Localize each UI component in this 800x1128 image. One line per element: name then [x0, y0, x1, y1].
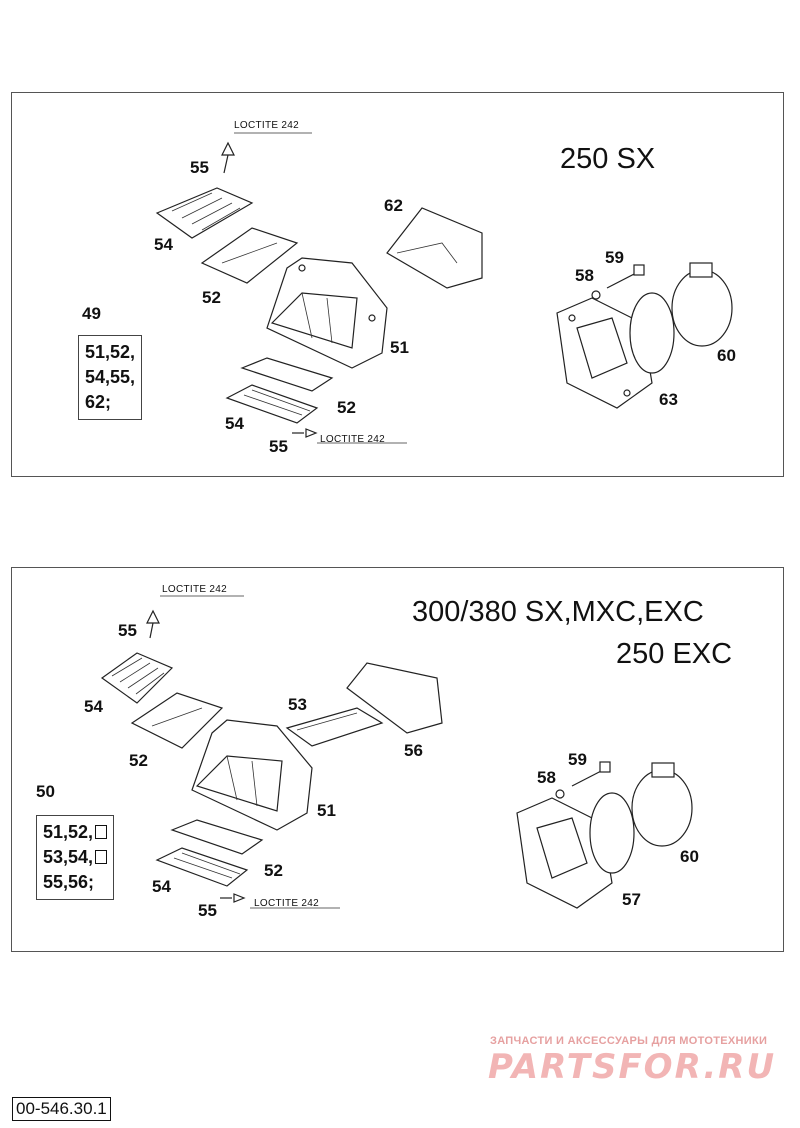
kit-line: 62; — [85, 392, 112, 412]
callout-52-bottom: 52 — [264, 861, 283, 880]
kit-contents-49: 51,52, 54,55, 62; — [78, 335, 143, 420]
callout-59: 59 — [568, 750, 587, 769]
callout-55-bottom: 55 — [269, 437, 288, 456]
callout-51: 51 — [390, 338, 409, 357]
kit-line: 53,54, — [43, 847, 94, 867]
intake-flange-63 — [556, 292, 675, 409]
callout-63: 63 — [659, 390, 678, 409]
reed-petals-54-top — [155, 187, 254, 239]
deflector-56 — [346, 662, 443, 734]
callout-56: 56 — [404, 741, 423, 760]
loctite-note-top: LOCTITE 242 — [162, 584, 227, 595]
reed-plate-52-top — [200, 227, 299, 284]
loctite-note-top: LOCTITE 242 — [234, 120, 299, 131]
reed-petals-54-bottom — [155, 847, 249, 887]
callout-51: 51 — [317, 801, 336, 820]
callout-58: 58 — [575, 266, 594, 285]
kit-number-49: 49 — [82, 304, 101, 323]
exploded-view-250sx — [155, 132, 733, 444]
diagram-panel-300-380: 300/380 SX,MXC,EXC 250 EXC 55 LOCTITE 24… — [11, 567, 784, 952]
callout-52-top: 52 — [129, 751, 148, 770]
deflector-62 — [386, 207, 483, 289]
reed-spacer-53 — [285, 707, 384, 747]
reed-plate-52-top — [130, 692, 224, 749]
watermark-brand: PARTSFOR.RU — [488, 1047, 777, 1087]
diagram-panel-250sx: 250 SX 55 LOCTITE 242 54 52 62 51 52 54 … — [11, 92, 784, 477]
callout-54-top: 54 — [84, 697, 103, 716]
bolt-59-washer-58-top — [591, 264, 645, 300]
exploded-view-300-380 — [100, 595, 693, 909]
callout-55-top: 55 — [190, 158, 209, 177]
hose-clamp-60-top — [671, 262, 733, 347]
callout-54-top: 54 — [154, 235, 173, 254]
model-label-250sx: 250 SX — [560, 143, 656, 175]
callout-62: 62 — [384, 196, 403, 215]
reed-petals-54-top — [100, 652, 174, 704]
reed-block-51 — [191, 719, 313, 831]
screw-55-top — [221, 132, 312, 174]
callout-60: 60 — [717, 346, 736, 365]
reed-plate-52-bottom — [170, 819, 264, 855]
callout-52-bottom: 52 — [337, 398, 356, 417]
kit-line: 51,52, — [43, 822, 94, 842]
model-label-line-1: 300/380 SX,MXC,EXC — [412, 596, 704, 628]
reed-block-51-top — [266, 257, 388, 369]
bolt-59-washer-58 — [555, 761, 611, 799]
callout-55-bottom: 55 — [198, 901, 217, 920]
intake-flange-57 — [516, 792, 635, 909]
reed-petals-54-bottom — [225, 384, 319, 424]
kit-line: 55,56; — [43, 872, 95, 892]
hose-clamp-60 — [631, 762, 693, 847]
model-label-line-2: 250 EXC — [616, 638, 733, 670]
callout-55-top: 55 — [118, 621, 137, 640]
callout-57: 57 — [622, 890, 641, 909]
callout-60: 60 — [680, 847, 699, 866]
screw-55-bottom — [292, 428, 407, 444]
loctite-note-bottom: LOCTITE 242 — [320, 434, 385, 445]
kit-number-50: 50 — [36, 782, 55, 801]
callout-59: 59 — [605, 248, 624, 267]
square-marker-icon — [95, 825, 108, 839]
callout-53: 53 — [288, 695, 307, 714]
screw-55-top — [146, 595, 244, 639]
square-marker-icon — [95, 850, 108, 864]
screw-55-bottom — [220, 893, 340, 909]
callout-52-top: 52 — [202, 288, 221, 307]
callout-54-bottom: 54 — [152, 877, 171, 896]
kit-line: 54,55, — [85, 367, 136, 387]
kit-line: 51,52, — [85, 342, 136, 362]
callout-58: 58 — [537, 768, 556, 787]
reed-plate-52-bottom — [240, 357, 334, 392]
watermark-subtitle: ЗАПЧАСТИ И АКСЕССУАРЫ ДЛЯ МОТОТЕХНИКИ — [490, 1035, 768, 1047]
callout-54-bottom: 54 — [225, 414, 244, 433]
loctite-note-bottom: LOCTITE 242 — [254, 898, 319, 909]
document-number: 00-546.30.1 — [12, 1097, 111, 1121]
kit-contents-50: 51,52, 53,54, 55,56; — [36, 815, 115, 900]
